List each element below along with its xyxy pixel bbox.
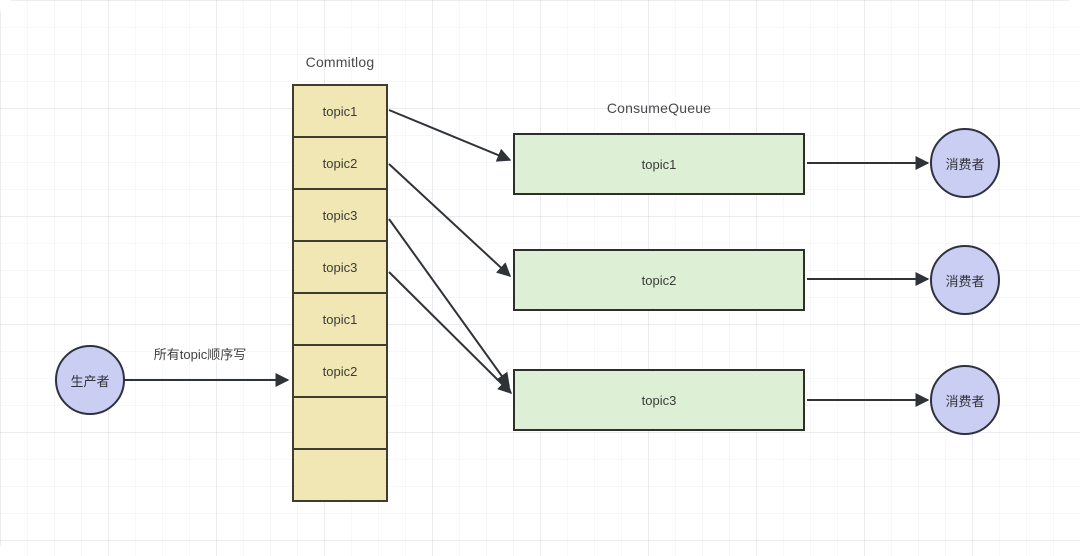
queue-box-label: topic1 (641, 156, 677, 172)
queue-box-topic3: topic3 (513, 369, 805, 431)
arrow-commitlog-cell2-to-queue-topic2 (388, 163, 512, 277)
queue-box-topic2: topic2 (513, 249, 805, 311)
commitlog-column: topic1 topic2 topic3 topic3 topic1 topic… (292, 84, 388, 502)
commitlog-cell-empty (292, 448, 388, 502)
commitlog-cell: topic2 (292, 344, 388, 398)
commitlog-cell: topic3 (292, 188, 388, 242)
arrow-commitlog-cell4-to-queue-topic3 (388, 271, 512, 394)
queue-box-label: topic3 (641, 392, 677, 408)
queue-box-label: topic2 (641, 272, 677, 288)
producer-label: 生产者 (70, 373, 110, 389)
commitlog-cell-empty (292, 396, 388, 450)
consumer-label: 消费者 (945, 156, 985, 172)
commitlog-cell: topic3 (292, 240, 388, 294)
arrow-commitlog-cell3-to-queue-topic3 (388, 218, 510, 388)
consumer-node-3: 消费者 (930, 365, 1000, 435)
queue-box-topic1: topic1 (513, 133, 805, 195)
consumer-node-2: 消费者 (930, 245, 1000, 315)
commitlog-cell: topic1 (292, 292, 388, 346)
producer-node: 生产者 (55, 345, 125, 415)
arrow-commitlog-cell1-to-queue-topic1 (388, 109, 512, 162)
commitlog-title: Commitlog (305, 54, 375, 70)
edge-label-sequential-write: 所有topic顺序写 (153, 347, 247, 362)
consumer-label: 消费者 (945, 393, 985, 409)
consumequeue-title: ConsumeQueue (606, 100, 712, 116)
commitlog-cell: topic1 (292, 84, 388, 138)
consumer-label: 消费者 (945, 273, 985, 289)
commitlog-cell: topic2 (292, 136, 388, 190)
consumer-node-1: 消费者 (930, 128, 1000, 198)
